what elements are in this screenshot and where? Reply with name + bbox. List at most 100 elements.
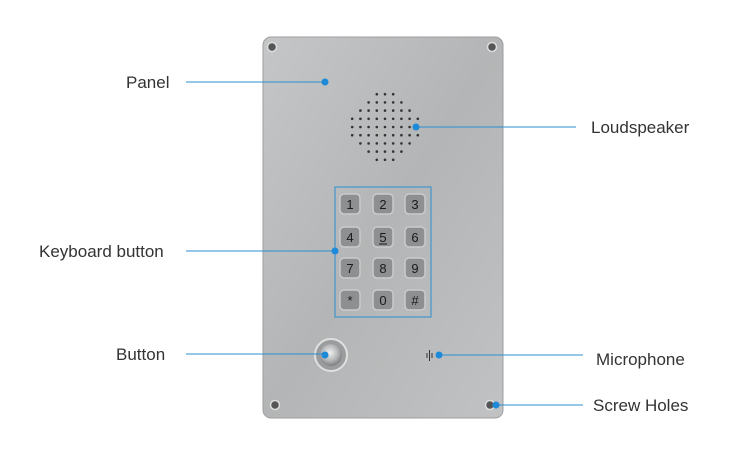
- grille-hole: [367, 142, 370, 145]
- grille-hole: [391, 142, 395, 145]
- grille-hole: [391, 133, 395, 137]
- key-label: 1: [346, 197, 353, 212]
- callout-keyboard-button: Keyboard button: [39, 242, 339, 261]
- grille-hole: [400, 101, 403, 104]
- grille-hole: [400, 109, 403, 112]
- grille-hole: [375, 125, 379, 129]
- key-label: 5: [379, 230, 386, 245]
- grille-hole: [391, 92, 395, 96]
- grille-hole: [375, 101, 379, 104]
- grille-hole: [367, 117, 370, 121]
- grille-hole: [383, 117, 387, 121]
- key-label: *: [347, 293, 352, 308]
- grille-hole: [375, 109, 379, 112]
- key-0[interactable]: 0: [372, 289, 394, 311]
- key-2[interactable]: 2: [372, 193, 394, 215]
- grille-hole: [359, 117, 362, 121]
- key-9[interactable]: 9: [404, 257, 426, 279]
- key-star[interactable]: *: [339, 289, 361, 311]
- key-8[interactable]: 8: [372, 257, 394, 279]
- grille-hole: [375, 158, 379, 162]
- screw-hole: [269, 399, 281, 411]
- key-label: #: [411, 293, 419, 308]
- grille-hole: [367, 101, 370, 104]
- grille-hole: [416, 117, 420, 121]
- grille-hole: [359, 125, 362, 129]
- microphone-icon: [426, 350, 433, 361]
- key-6[interactable]: 6: [404, 226, 426, 248]
- callout-screw-holes: Screw Holes: [492, 396, 688, 415]
- label-button: Button: [116, 345, 165, 364]
- grille-hole: [375, 142, 379, 145]
- loudspeaker-grille: [350, 92, 420, 162]
- label-microphone: Microphone: [596, 350, 685, 369]
- grille-hole: [400, 133, 403, 137]
- key-label: 0: [379, 293, 386, 308]
- grille-hole: [350, 125, 354, 129]
- callout-loudspeaker: Loudspeaker: [412, 118, 690, 137]
- grille-hole: [383, 92, 387, 96]
- grille-hole: [408, 125, 411, 129]
- key-label: 9: [411, 261, 418, 276]
- grille-hole: [367, 133, 370, 137]
- grille-hole: [375, 117, 379, 121]
- call-button[interactable]: [314, 338, 348, 372]
- key-4[interactable]: 4: [339, 226, 361, 248]
- grille-hole: [408, 142, 411, 145]
- grille-hole: [383, 101, 387, 104]
- grille-hole: [408, 109, 411, 112]
- grille-hole: [391, 117, 395, 121]
- grille-hole: [408, 133, 411, 137]
- grille-hole: [400, 150, 403, 153]
- grille-hole: [383, 125, 387, 129]
- grille-hole: [383, 158, 387, 162]
- grille-hole: [375, 133, 379, 137]
- grille-hole: [383, 109, 387, 112]
- screw-holes: [266, 41, 498, 411]
- grille-hole: [400, 142, 403, 145]
- grille-hole: [350, 117, 354, 121]
- key-hash[interactable]: #: [404, 289, 426, 311]
- grille-hole: [391, 158, 395, 162]
- grille-hole: [383, 142, 387, 145]
- grille-hole: [375, 150, 379, 153]
- grille-hole: [391, 101, 395, 104]
- key-5[interactable]: 5: [372, 226, 394, 248]
- key-1[interactable]: 1: [339, 193, 361, 215]
- callout-microphone: Microphone: [435, 350, 685, 369]
- grille-hole: [375, 92, 379, 96]
- grille-hole: [400, 117, 403, 121]
- grille-hole: [383, 133, 387, 137]
- keypad: 1 2 3 4 5 6 7 8 9 * 0 #: [339, 193, 426, 311]
- key-label: 3: [411, 197, 418, 212]
- grille-hole: [359, 109, 362, 112]
- grille-hole: [359, 133, 362, 137]
- grille-hole: [408, 117, 411, 121]
- grille-hole: [367, 125, 370, 129]
- grille-hole: [350, 133, 354, 137]
- label-loudspeaker: Loudspeaker: [591, 118, 690, 137]
- grille-hole: [391, 109, 395, 112]
- label-screw-holes: Screw Holes: [593, 396, 688, 415]
- key-label: 4: [346, 230, 353, 245]
- grille-hole: [416, 133, 420, 137]
- grille-hole: [367, 109, 370, 112]
- key-label: 6: [411, 230, 418, 245]
- screw-hole: [266, 41, 278, 53]
- key-7[interactable]: 7: [339, 257, 361, 279]
- label-panel: Panel: [126, 73, 169, 92]
- grille-hole: [367, 150, 370, 153]
- grille-hole: [383, 150, 387, 153]
- grille-hole: [400, 125, 403, 129]
- callout-button: Button: [116, 345, 329, 364]
- key-3[interactable]: 3: [404, 193, 426, 215]
- key-label: 8: [379, 261, 386, 276]
- screw-hole: [486, 41, 498, 53]
- label-keyboard-button: Keyboard button: [39, 242, 164, 261]
- callout-panel: Panel: [126, 73, 329, 92]
- grille-hole: [359, 142, 362, 145]
- key-label: 2: [379, 197, 386, 212]
- grille-hole: [391, 150, 395, 153]
- key-label: 7: [346, 261, 353, 276]
